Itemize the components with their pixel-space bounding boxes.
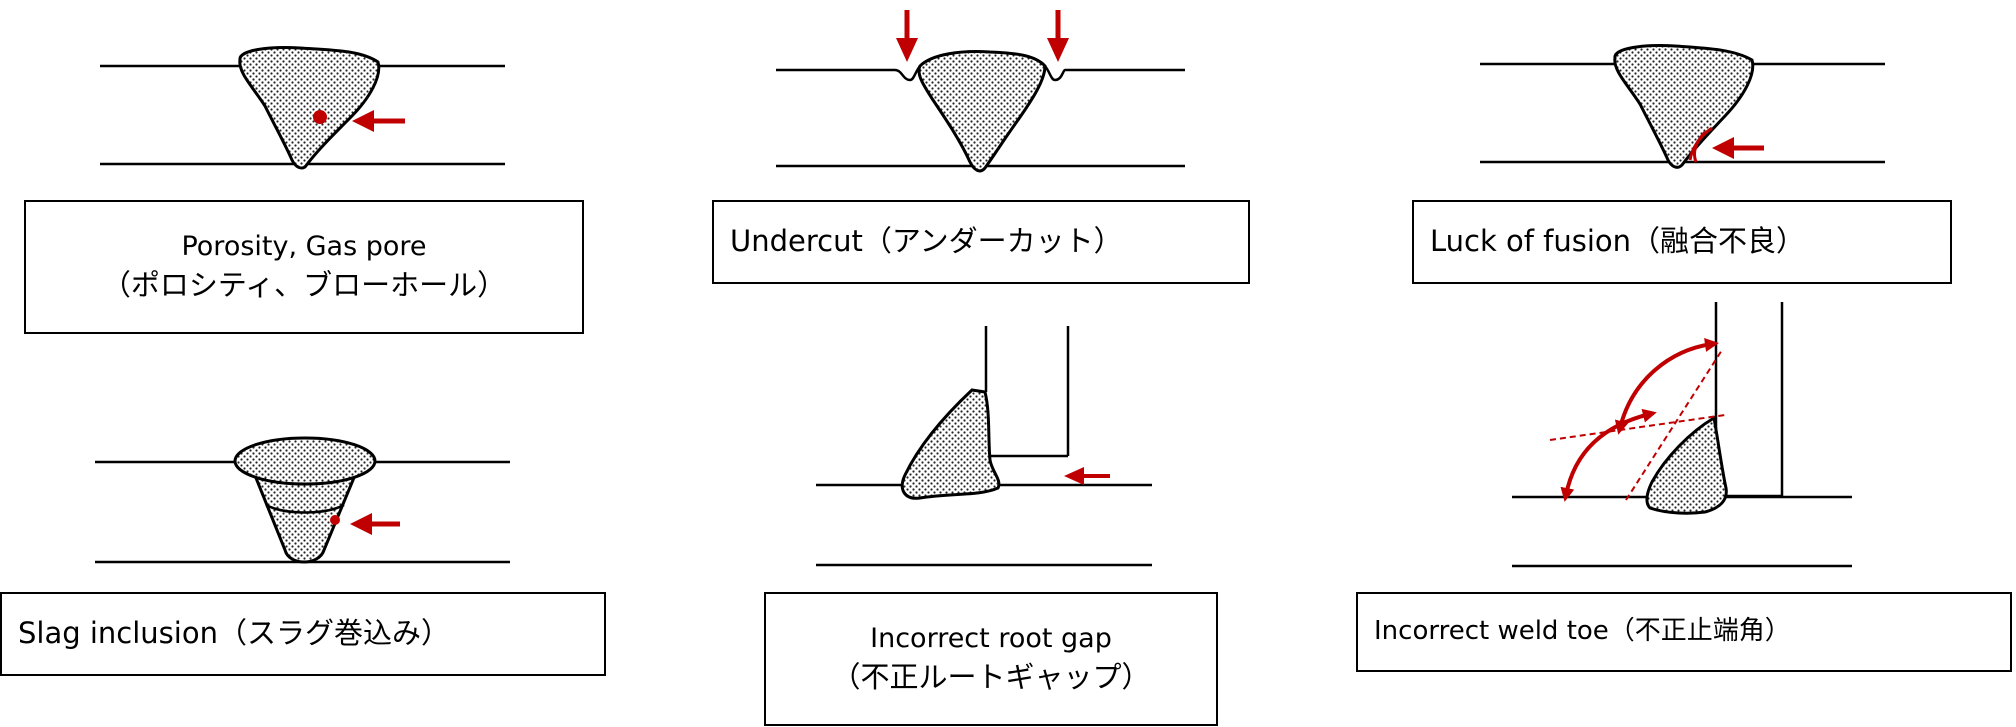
fusion-arrowhead-icon [1712, 137, 1734, 159]
undercut-notch-left [894, 65, 921, 82]
weld-bead [1645, 415, 1728, 515]
label-porosity-line2: （ポロシティ、ブローホール） [101, 267, 507, 302]
porosity-diagram [100, 46, 505, 170]
label-undercut-line1: Undercut（アンダーカット） [730, 224, 1123, 259]
lack-of-fusion-diagram [1480, 44, 1885, 169]
undercut-notch-right [1044, 65, 1066, 82]
gas-pore-icon [313, 110, 327, 124]
label-porosity-line1: Porosity, Gas pore [181, 231, 427, 263]
weld-cap [233, 436, 377, 486]
angle-arc-upper-icon [1614, 338, 1719, 435]
panel-slag-inclusion [0, 380, 620, 600]
label-slag-inclusion-line1: Slag inclusion（スラグ巻込み） [18, 616, 450, 651]
gap-arrowhead-icon [1064, 467, 1084, 485]
panel-porosity [0, 0, 620, 340]
weld-bead [238, 46, 381, 170]
label-lack-of-fusion: Luck of fusion（融合不良） [1412, 200, 1952, 284]
weld-cone [249, 466, 361, 564]
weld-bead [900, 388, 1001, 500]
label-undercut: Undercut（アンダーカット） [712, 200, 1250, 284]
undercut-arrow-right-icon [1047, 38, 1069, 62]
weld-layer-line [265, 503, 345, 514]
panel-incorrect-weld-toe [1500, 290, 2000, 580]
pore-arrowhead-icon [352, 110, 374, 132]
weld-bead [917, 50, 1047, 173]
panel-lack-of-fusion [1400, 0, 2016, 300]
label-porosity: Porosity, Gas pore （ポロシティ、ブローホール） [24, 200, 584, 334]
slag-arrowhead-icon [350, 513, 372, 535]
slag-icon [330, 515, 340, 525]
panel-undercut [700, 0, 1320, 300]
label-slag-inclusion: Slag inclusion（スラグ巻込み） [0, 592, 606, 676]
slag-inclusion-diagram [95, 436, 510, 564]
label-root-gap-line2: （不正ルートギャップ） [831, 659, 1151, 694]
weld-bead [1613, 44, 1755, 169]
panel-incorrect-root-gap [780, 320, 1180, 580]
undercut-diagram [776, 10, 1185, 173]
fusion-gap-curve-inner [1692, 130, 1707, 163]
undercut-arrow-left-icon [896, 38, 918, 62]
root-gap-diagram [816, 326, 1152, 567]
label-incorrect-root-gap: Incorrect root gap （不正ルートギャップ） [764, 592, 1218, 726]
label-incorrect-weld-toe: Incorrect weld toe（不正止端角） [1356, 592, 2012, 672]
weld-toe-diagram [1512, 302, 1852, 568]
label-weld-toe-line1: Incorrect weld toe（不正止端角） [1374, 616, 1791, 647]
label-lack-of-fusion-line1: Luck of fusion（融合不良） [1430, 224, 1806, 259]
label-root-gap-line1: Incorrect root gap [870, 623, 1112, 655]
